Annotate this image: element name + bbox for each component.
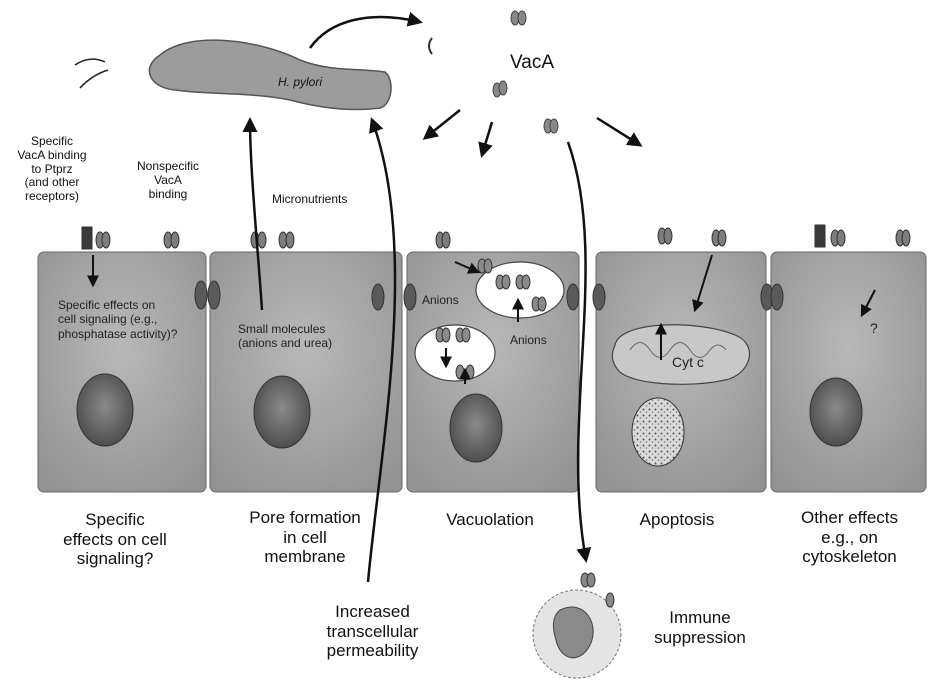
specific-effects-inner-label: Specific effects on cell signaling (e.g.… — [58, 298, 177, 341]
micronutrients-label: Micronutrients — [272, 193, 347, 207]
vaca-label: VacA — [510, 52, 554, 74]
effect-signaling-label: Specific effects on cell signaling? — [30, 510, 200, 569]
effect-other-label: Other effects e.g., on cytoskeleton — [772, 508, 927, 567]
effect-vacuolation-label: Vacuolation — [415, 510, 565, 530]
cell-other — [771, 252, 926, 492]
effect-apoptosis-label: Apoptosis — [612, 510, 742, 530]
permeability-label: Increased transcellular permeability — [290, 602, 455, 661]
nonspecific-binding-label: Nonspecific VacA binding — [128, 160, 208, 201]
h-pylori-label: H. pylori — [278, 76, 322, 90]
immune-cell — [533, 573, 621, 678]
specific-binding-label: Specific VacA binding to Ptprz (and othe… — [2, 135, 102, 204]
question-label: ? — [870, 320, 878, 337]
anions-label-2: Anions — [510, 333, 547, 347]
cell-signaling — [38, 252, 206, 492]
cyt-c-label: Cyt c — [672, 354, 704, 371]
anions-label-1: Anions — [422, 293, 459, 307]
effect-pore-label: Pore formation in cell membrane — [210, 508, 400, 567]
immune-suppression-label: Immune suppression — [640, 608, 760, 647]
membrane-toxin — [82, 225, 910, 249]
small-molecules-label: Small molecules (anions and urea) — [238, 322, 332, 351]
h-pylori-bacterium — [75, 40, 391, 109]
